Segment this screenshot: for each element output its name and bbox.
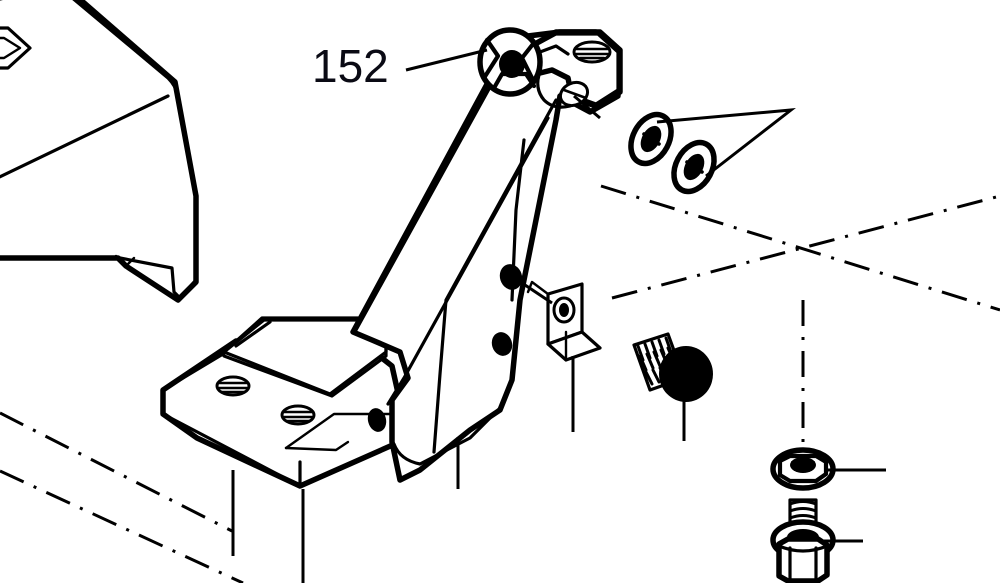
bracket-top-tab-inner	[538, 44, 570, 56]
hex-flange-nut-top	[477, 27, 543, 97]
housing-body-top-edge	[0, 0, 198, 198]
pan-head-phillips-screw	[632, 332, 713, 402]
housing-boss-inner	[0, 36, 22, 60]
housing-body	[0, 0, 199, 303]
bracket-base-rib-face	[222, 340, 388, 398]
flat-washer-lower	[671, 139, 717, 195]
leader-top-tab-oval	[573, 94, 601, 120]
base-hole-right	[280, 404, 316, 426]
bracket-lower-rolled-edge	[392, 406, 502, 466]
housing-boss-outline	[0, 26, 32, 70]
flange-bolt-hex-top-face	[777, 544, 829, 553]
housing-body-outline	[0, 0, 199, 303]
bracket-arm-hole-mid-lower	[491, 332, 513, 356]
flat-washer-upper	[628, 111, 674, 167]
centerline-lower-left-a	[0, 411, 233, 533]
bracket-top-tab-face	[528, 32, 620, 106]
housing-body-notch	[114, 254, 136, 268]
angle-clip-hole	[552, 296, 576, 324]
angle-clip	[526, 280, 602, 362]
bracket-top-tab-threaded-hole	[572, 40, 612, 64]
bracket-base-front-edge	[161, 388, 406, 488]
angle-clip-flange-edge	[564, 330, 602, 362]
main-bracket	[160, 29, 623, 489]
flange-bolt-hex-head	[776, 536, 830, 583]
hex-flange-nut-lower	[770, 447, 836, 491]
housing-body-right-edge	[0, 194, 198, 300]
bracket-base-side-hole	[367, 408, 387, 432]
hex-flange-bolt-lower	[770, 498, 836, 583]
leader-callout-152	[405, 48, 488, 72]
housing-body-fold-edge	[0, 94, 170, 179]
callout-label-152: 152	[312, 40, 389, 92]
centerline-lower-diagonal	[611, 194, 1000, 300]
centerline-lower-left-b	[0, 469, 244, 583]
bracket-top-tab-lower-curve	[536, 70, 572, 109]
bracket-base-inner-chamfer-2	[284, 440, 350, 452]
leader-lines-group	[231, 48, 886, 583]
leader-washer-v	[656, 108, 796, 178]
bracket-arm-fold-2	[432, 98, 558, 454]
base-hole-left	[215, 375, 251, 397]
bracket-base-rib-ridge	[234, 320, 272, 348]
leader-arm-hole-to-clip	[515, 277, 553, 305]
bracket-arm-hole-mid-upper	[499, 264, 523, 290]
centerline-upper-diagonal	[600, 184, 1000, 312]
center-lines-group	[0, 184, 1000, 583]
